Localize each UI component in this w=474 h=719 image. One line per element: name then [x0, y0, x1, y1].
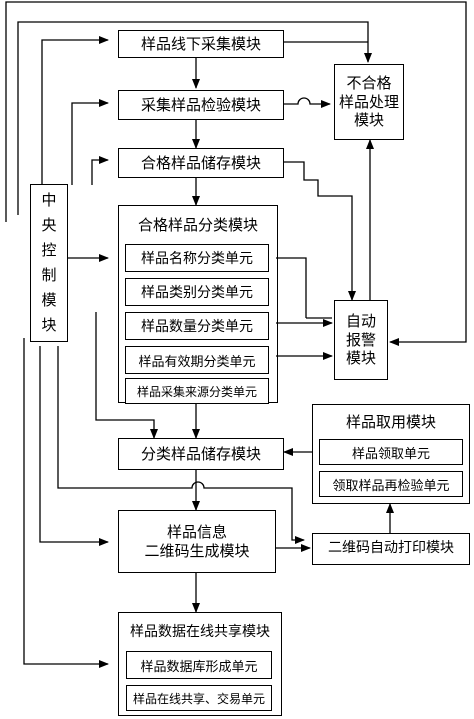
central-control-char: 制 — [41, 266, 57, 284]
classification-module-title: 合格样品分类模块 — [137, 216, 258, 234]
sample-usage-unit: 样品领取单元 — [319, 439, 463, 465]
unqualified-processing-module: 不合格 样品处理 模块 — [334, 64, 404, 140]
classification-unit: 样品类别分类单元 — [125, 278, 269, 306]
classification-unit: 样品有效期分类单元 — [125, 346, 269, 374]
sample-usage-module: 样品取用模块 样品领取单元 领取样品再检验单元 — [312, 404, 470, 504]
qr-printing-module: 二维码自动打印模块 — [312, 533, 470, 565]
qr-generation-module: 样品信息 二维码生成模块 — [118, 510, 276, 573]
data-sharing-module-title: 样品数据在线共享模块 — [130, 624, 270, 640]
sample-usage-module-title: 样品取用模块 — [345, 413, 436, 431]
sample-usage-unit: 领取样品再检验单元 — [319, 471, 463, 497]
central-control-char: 模 — [41, 291, 57, 309]
central-control-char: 块 — [41, 316, 57, 334]
data-sharing-module: 样品数据在线共享模块 样品数据库形成单元 样品在线共享、交易单元 — [118, 612, 282, 716]
central-control-char: 中 — [41, 191, 57, 209]
classification-unit: 样品采集来源分类单元 — [125, 378, 269, 404]
data-sharing-unit: 样品在线共享、交易单元 — [126, 685, 272, 711]
sample-inspection-module: 采集样品检验模块 — [118, 90, 284, 120]
auto-alarm-module: 自动 报警 模块 — [334, 300, 388, 380]
classification-unit: 样品数量分类单元 — [125, 312, 269, 340]
central-control-module: 中 央 控 制 模 块 — [30, 184, 68, 342]
data-sharing-unit: 样品数据库形成单元 — [126, 651, 272, 679]
classification-module: 合格样品分类模块 样品名称分类单元 样品类别分类单元 样品数量分类单元 样品有效… — [118, 205, 278, 404]
offline-collection-module: 样品线下采集模块 — [118, 30, 284, 58]
classified-storage-module: 分类样品储存模块 — [118, 438, 284, 470]
central-control-char: 央 — [41, 216, 57, 234]
qualified-storage-module: 合格样品储存模块 — [118, 148, 284, 178]
classification-unit: 样品名称分类单元 — [125, 244, 269, 272]
central-control-char: 控 — [41, 241, 57, 259]
